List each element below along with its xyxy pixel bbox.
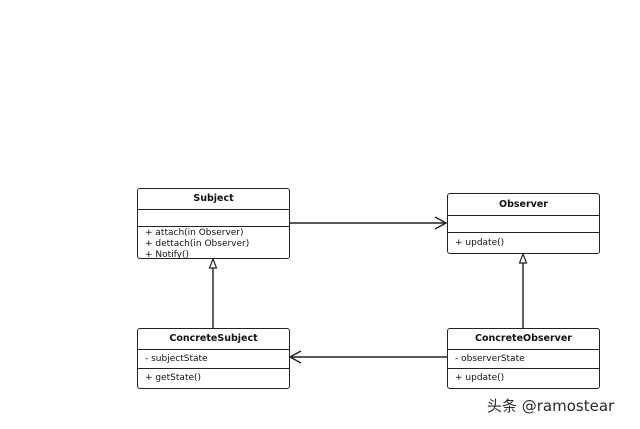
class-observer[interactable]: Observer + update() (447, 193, 600, 254)
attribute: - subjectState (145, 354, 208, 364)
association-concreteobserver-concretesubject (288, 350, 447, 364)
class-attributes (448, 216, 599, 233)
class-operations: + update() (448, 369, 599, 384)
class-name: Observer (448, 194, 599, 216)
generalization-concreteobserver-observer (518, 252, 528, 328)
class-name: ConcreteObserver (448, 329, 599, 350)
watermark: 头条 @ramostear (487, 397, 615, 415)
operation: + Notify() (145, 250, 190, 260)
class-name: Subject (138, 189, 289, 210)
operation: + getState() (145, 373, 202, 383)
class-attributes: - observerState (448, 350, 599, 369)
operation: + attach(in Observer) (145, 228, 244, 238)
class-operations: + attach(in Observer) + dettach(in Obser… (138, 227, 289, 261)
class-operations: + getState() (138, 369, 289, 384)
class-attributes: - subjectState (138, 350, 289, 369)
class-concrete-subject[interactable]: ConcreteSubject - subjectState + getStat… (137, 328, 290, 389)
class-subject[interactable]: Subject + attach(in Observer) + dettach(… (137, 188, 290, 261)
class-concrete-observer[interactable]: ConcreteObserver - observerState + updat… (447, 328, 600, 389)
class-name: ConcreteSubject (138, 329, 289, 350)
operation: + update() (455, 238, 505, 248)
operation: + dettach(in Observer) (145, 239, 250, 249)
operation: + update() (455, 373, 505, 383)
class-operations: + update() (448, 233, 599, 249)
class-attributes (138, 210, 289, 227)
attribute: - observerState (455, 354, 525, 364)
association-subject-observer (290, 216, 448, 230)
generalization-concretesubject-subject (208, 257, 218, 328)
